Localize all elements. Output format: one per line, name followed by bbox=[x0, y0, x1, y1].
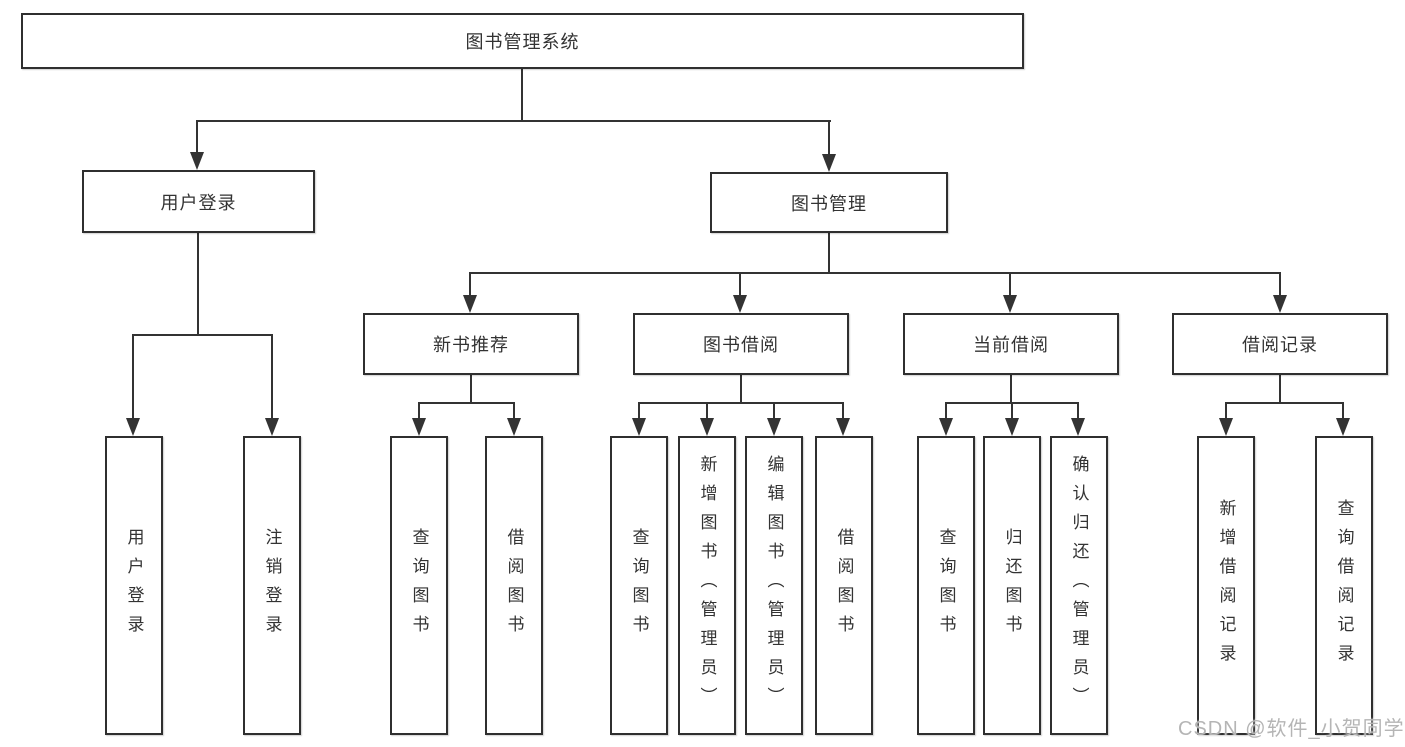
tree-line bbox=[513, 402, 515, 420]
tree-line bbox=[945, 402, 947, 420]
tree-line bbox=[1225, 402, 1343, 404]
leaf-borrow-books-borrowing-label: 借阅图书 bbox=[834, 527, 854, 644]
node-book-borrowing: 图书借阅 bbox=[633, 313, 849, 375]
leaf-query-books-recommend-label: 查询图书 bbox=[409, 527, 429, 644]
tree-line bbox=[418, 402, 420, 420]
tree-line bbox=[1009, 272, 1011, 297]
leaf-add-borrow-record-label: 新增借阅记录 bbox=[1216, 498, 1236, 673]
arrow-down-icon bbox=[939, 418, 953, 436]
leaf-user-login-label: 用户登录 bbox=[124, 527, 144, 644]
tree-line bbox=[132, 334, 273, 336]
tree-line bbox=[469, 272, 471, 297]
leaf-user-login: 用户登录 bbox=[105, 436, 163, 735]
leaf-add-books-admin-label: 新增图书（管理员） bbox=[697, 455, 717, 716]
leaf-query-books-borrowing-label: 查询图书 bbox=[629, 527, 649, 644]
node-book-management-label: 图书管理 bbox=[791, 193, 867, 214]
leaf-edit-books-admin-label: 编辑图书（管理员） bbox=[764, 455, 784, 716]
tree-line bbox=[521, 69, 523, 121]
tree-line bbox=[1225, 402, 1227, 420]
arrow-down-icon bbox=[822, 154, 836, 172]
leaf-add-borrow-record: 新增借阅记录 bbox=[1197, 436, 1255, 735]
arrow-down-icon bbox=[463, 295, 477, 313]
arrow-down-icon bbox=[412, 418, 426, 436]
leaf-query-borrow-record: 查询借阅记录 bbox=[1315, 436, 1373, 735]
node-borrowing-records-label: 借阅记录 bbox=[1242, 335, 1318, 355]
tree-line bbox=[132, 334, 134, 420]
leaf-confirm-return-admin: 确认归还（管理员） bbox=[1050, 436, 1108, 735]
arrow-down-icon bbox=[1071, 418, 1085, 436]
arrow-down-icon bbox=[507, 418, 521, 436]
node-current-borrowing: 当前借阅 bbox=[903, 313, 1119, 375]
arrow-down-icon bbox=[1336, 418, 1350, 436]
tree-line bbox=[196, 120, 198, 154]
arrow-down-icon bbox=[767, 418, 781, 436]
tree-line bbox=[1342, 402, 1344, 420]
arrow-down-icon bbox=[265, 418, 279, 436]
arrow-down-icon bbox=[733, 295, 747, 313]
tree-line bbox=[470, 272, 1281, 274]
leaf-query-borrow-record-label: 查询借阅记录 bbox=[1334, 498, 1354, 673]
leaf-add-books-admin: 新增图书（管理员） bbox=[678, 436, 736, 735]
leaf-return-books: 归还图书 bbox=[983, 436, 1041, 735]
leaf-edit-books-admin: 编辑图书（管理员） bbox=[745, 436, 803, 735]
node-book-management: 图书管理 bbox=[710, 172, 948, 233]
node-new-book-recommendation: 新书推荐 bbox=[363, 313, 579, 375]
leaf-borrow-books-recommend: 借阅图书 bbox=[485, 436, 543, 735]
arrow-down-icon bbox=[632, 418, 646, 436]
leaf-logout-login: 注销登录 bbox=[243, 436, 301, 735]
tree-line bbox=[828, 233, 830, 272]
tree-line bbox=[197, 233, 199, 334]
tree-line bbox=[1010, 375, 1012, 402]
tree-line bbox=[842, 402, 844, 420]
tree-line bbox=[271, 334, 273, 420]
node-user-login-label: 用户登录 bbox=[160, 192, 237, 213]
arrow-down-icon bbox=[126, 418, 140, 436]
tree-line bbox=[1011, 402, 1013, 420]
arrow-down-icon bbox=[836, 418, 850, 436]
node-current-borrowing-label: 当前借阅 bbox=[973, 335, 1049, 355]
tree-line bbox=[197, 120, 831, 122]
tree-line bbox=[739, 272, 741, 297]
node-borrowing-records: 借阅记录 bbox=[1172, 313, 1388, 375]
arrow-down-icon bbox=[700, 418, 714, 436]
leaf-query-books-borrowing: 查询图书 bbox=[610, 436, 668, 735]
arrow-down-icon bbox=[1003, 295, 1017, 313]
leaf-confirm-return-admin-label: 确认归还（管理员） bbox=[1069, 455, 1089, 716]
node-new-book-recommendation-label: 新书推荐 bbox=[433, 335, 509, 355]
tree-line bbox=[828, 120, 830, 156]
node-root-system: 图书管理系统 bbox=[21, 13, 1024, 69]
tree-line bbox=[706, 402, 708, 420]
leaf-return-books-label: 归还图书 bbox=[1002, 527, 1022, 644]
tree-line bbox=[773, 402, 775, 420]
tree-line bbox=[470, 375, 472, 402]
arrow-down-icon bbox=[1005, 418, 1019, 436]
node-root-system-label: 图书管理系统 bbox=[465, 32, 580, 52]
leaf-query-books-current: 查询图书 bbox=[917, 436, 975, 735]
leaf-query-books-recommend: 查询图书 bbox=[390, 436, 448, 735]
tree-line bbox=[1077, 402, 1079, 420]
arrow-down-icon bbox=[1219, 418, 1233, 436]
tree-line bbox=[1279, 375, 1281, 402]
leaf-borrow-books-borrowing: 借阅图书 bbox=[815, 436, 873, 735]
tree-line bbox=[418, 402, 515, 404]
leaf-logout-login-label: 注销登录 bbox=[262, 527, 282, 644]
node-book-borrowing-label: 图书借阅 bbox=[703, 335, 779, 355]
arrow-down-icon bbox=[190, 152, 204, 170]
node-user-login: 用户登录 bbox=[82, 170, 315, 233]
arrow-down-icon bbox=[1273, 295, 1287, 313]
tree-line bbox=[1279, 272, 1281, 297]
leaf-borrow-books-recommend-label: 借阅图书 bbox=[504, 527, 524, 644]
leaf-query-books-current-label: 查询图书 bbox=[936, 527, 956, 644]
tree-line bbox=[740, 375, 742, 402]
tree-line bbox=[638, 402, 844, 404]
tree-line bbox=[638, 402, 640, 420]
csdn-watermark: CSDN @软件_小贺同学 bbox=[1178, 718, 1405, 740]
